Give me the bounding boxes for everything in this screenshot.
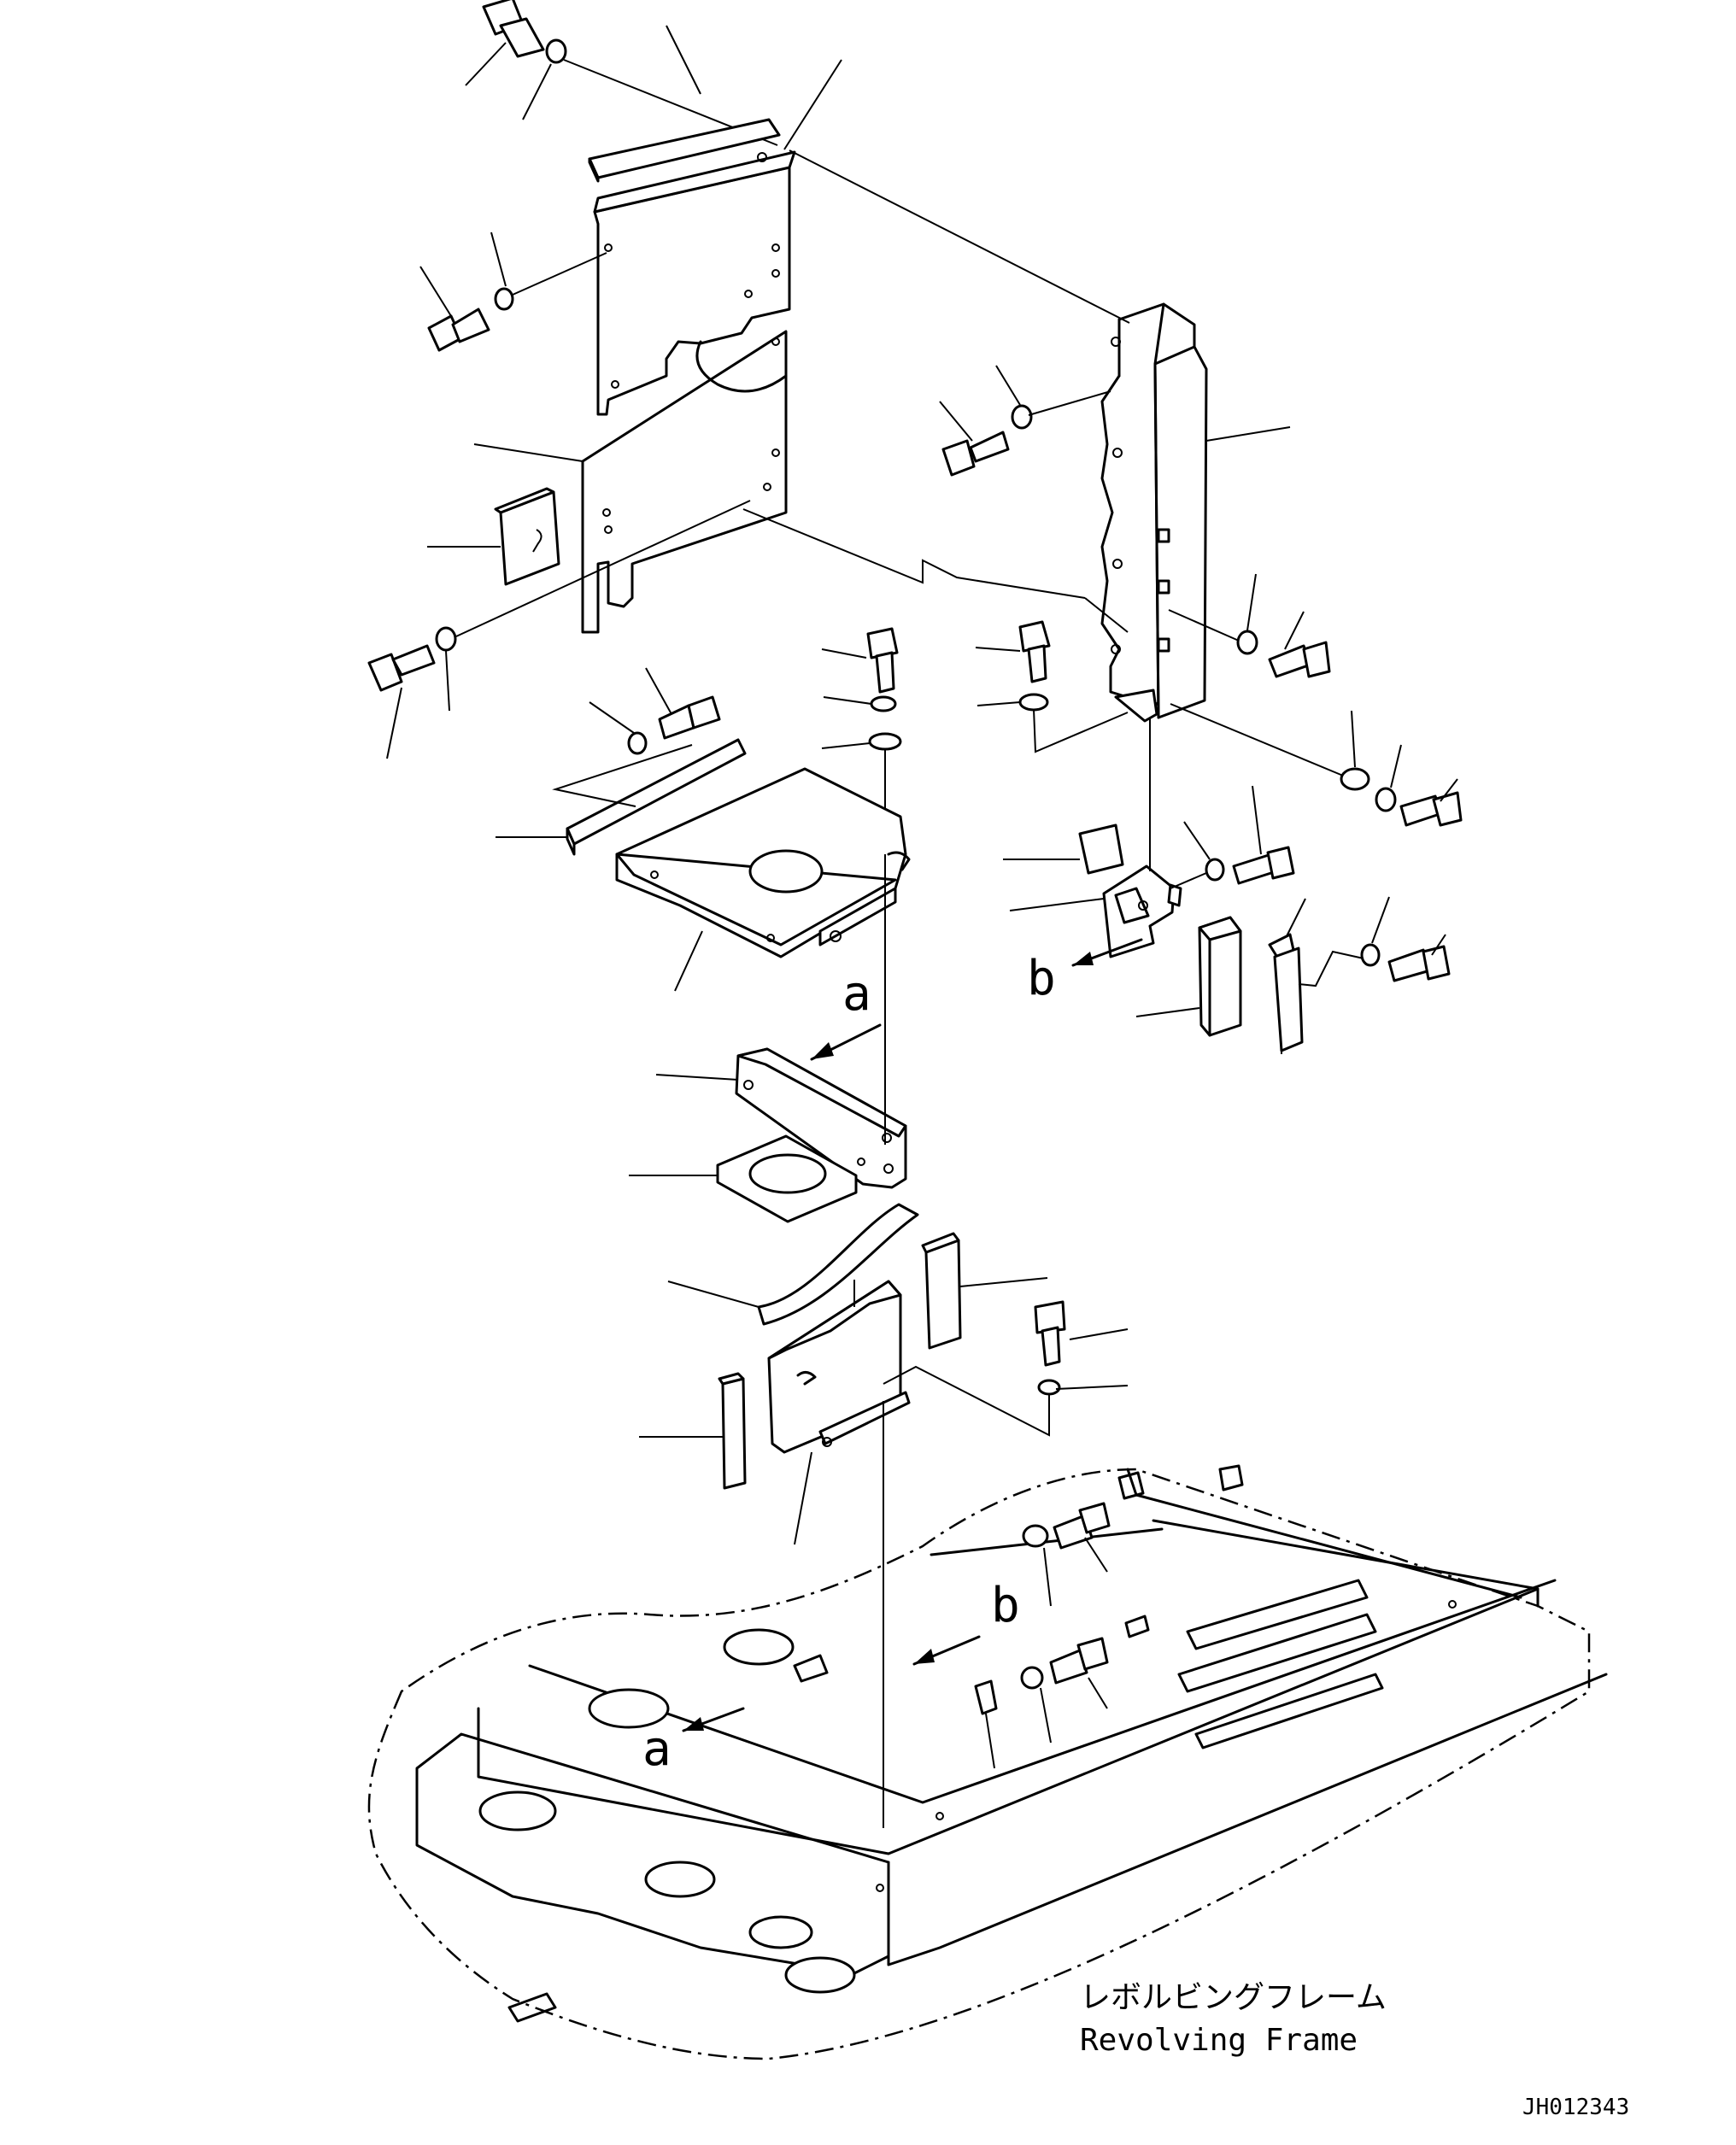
bolt-center-2 xyxy=(1018,620,1051,683)
cable-clip-right xyxy=(1268,933,1304,1054)
bolt-center-1 xyxy=(866,627,899,694)
bolt-b-right xyxy=(1232,846,1295,885)
bolt-frame-upper xyxy=(1053,1502,1111,1550)
curved-seal xyxy=(757,1203,919,1326)
lower-cover-plate xyxy=(581,330,788,634)
view-arrow-a-lower: a xyxy=(642,1707,745,1777)
view-label-b-lower: b xyxy=(991,1578,1020,1633)
view-arrow-b-lower: b xyxy=(912,1578,1020,1666)
view-label-a-lower: a xyxy=(642,1721,672,1777)
bolt-lower-right xyxy=(1034,1300,1066,1367)
foam-block-left xyxy=(494,487,560,586)
lower-mount-bracket xyxy=(1078,823,1182,958)
view-label-b-upper: b xyxy=(1027,951,1056,1006)
duct-plate xyxy=(735,1047,907,1189)
cushion-plate xyxy=(716,1134,858,1223)
bolt-tray-left xyxy=(658,695,721,740)
bolt-left-middle xyxy=(427,308,490,352)
foam-block-right xyxy=(1198,916,1242,1037)
bolt-bracket-left xyxy=(941,431,1010,477)
bolt-top xyxy=(482,0,545,58)
drawing-number: JH012343 xyxy=(1522,2095,1629,2120)
foam-block-lower-right xyxy=(921,1232,962,1350)
view-arrow-a-upper: a xyxy=(810,966,882,1061)
bolt-bracket-right xyxy=(1268,641,1331,678)
upper-cover-plate xyxy=(593,150,796,416)
floor-tray xyxy=(615,767,911,958)
corner-cover xyxy=(767,1280,911,1454)
seal-strip-tray xyxy=(566,738,747,856)
washer-top xyxy=(545,38,567,64)
view-label-a-upper: a xyxy=(842,966,871,1022)
cable-clip-frame xyxy=(974,1679,998,1715)
revolving-frame xyxy=(367,1464,1608,2060)
bolt-far-right xyxy=(1387,945,1451,982)
frame-label-english: Revolving Frame xyxy=(1080,2023,1358,2058)
upper-plate-group xyxy=(367,0,842,759)
foam-block-lower-left xyxy=(718,1372,747,1490)
bolt-left-lower xyxy=(367,644,436,692)
view-arrow-b-upper: b xyxy=(1027,938,1143,1006)
vertical-bracket xyxy=(742,149,1291,723)
bolt-right-middle xyxy=(1399,791,1463,827)
bolt-frame-lower xyxy=(1049,1637,1109,1685)
frame-label-japanese: レボルビングフレーム xyxy=(1080,1980,1387,2015)
